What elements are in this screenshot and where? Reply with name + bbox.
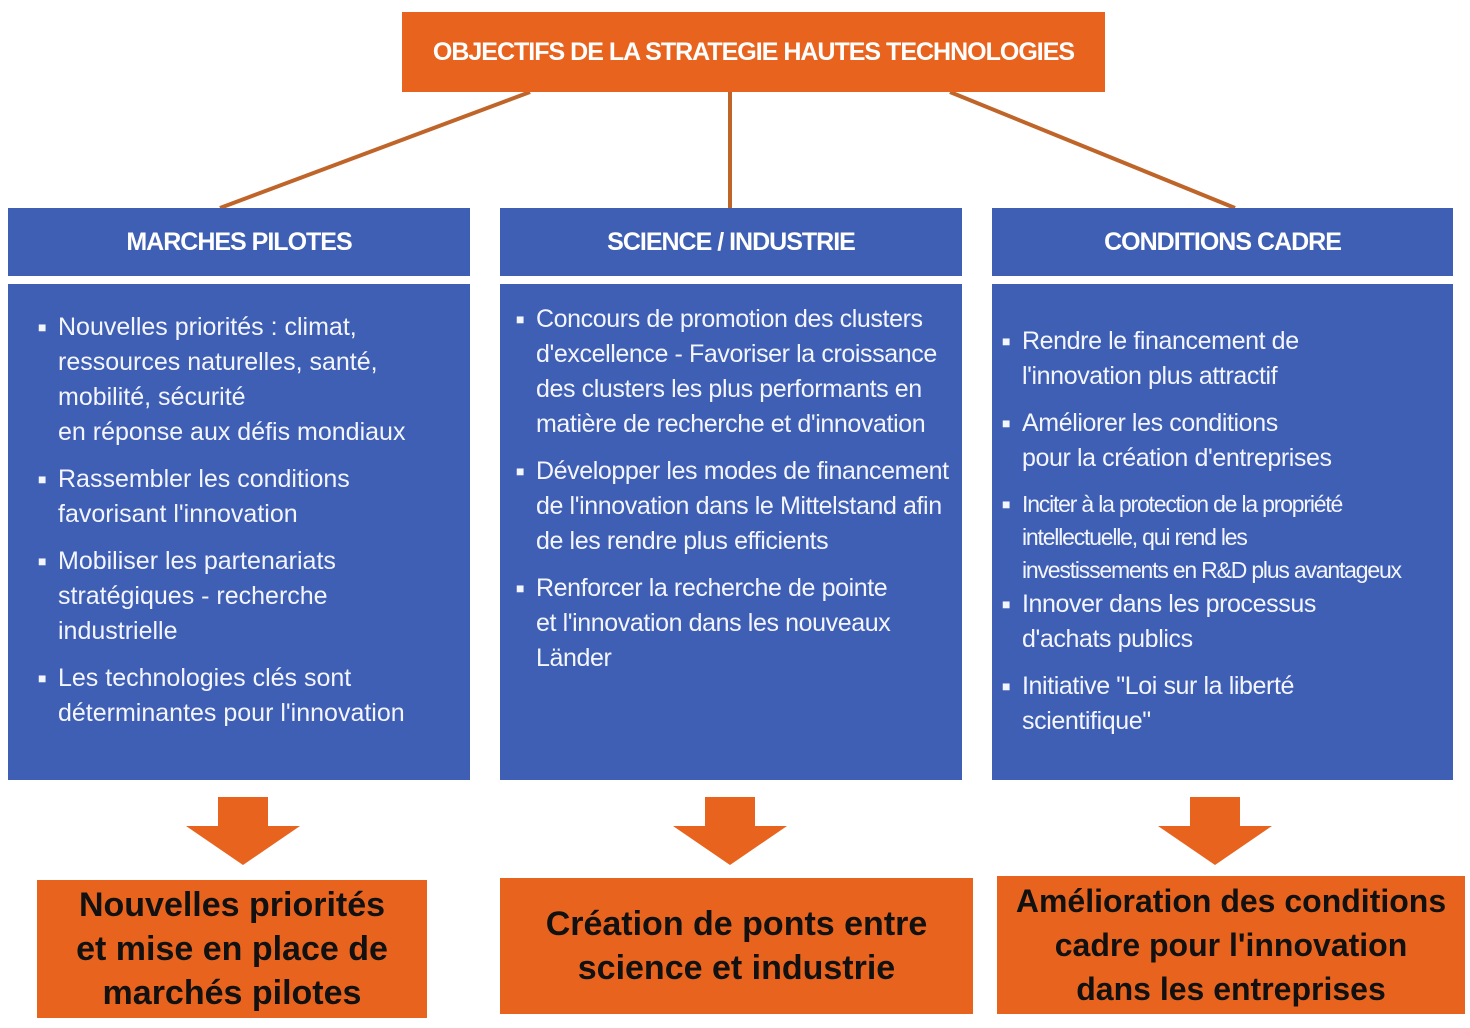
outcome-marches-pilotes: Nouvelles priorités et mise en place de …	[37, 880, 427, 1018]
bullet-icon: ■	[516, 580, 525, 596]
item-text: Rassembler les conditions favorisant l'i…	[58, 465, 350, 528]
item-text: Nouvelles priorités : climat, ressources…	[58, 313, 406, 446]
bullet-icon: ■	[1002, 678, 1011, 694]
list-item: ■ Renforcer la recherche de pointe et l'i…	[514, 571, 958, 676]
column-body-conditions-cadre: ■ Rendre le financement de l'innovation p…	[992, 284, 1453, 780]
connector-line	[219, 90, 531, 210]
list-item: ■ Initiative "Loi sur la liberté scientif…	[1000, 669, 1451, 739]
list-item: ■ Les technologies clés sont déterminante…	[36, 661, 460, 731]
column-header-science-industrie: SCIENCE / INDUSTRIE	[500, 208, 962, 276]
list-item: ■ Améliorer les conditions pour la créati…	[1000, 406, 1451, 476]
list-item: ■ Rassembler les conditions favorisant l'…	[36, 462, 460, 532]
bullet-icon: ■	[38, 471, 47, 487]
item-text: Renforcer la recherche de pointe et l'in…	[536, 574, 891, 672]
item-text: Développer les modes de financement de l…	[536, 457, 949, 555]
connector-line	[949, 90, 1236, 210]
list-item: ■ Nouvelles priorités : climat, ressource…	[36, 310, 460, 450]
bullet-icon: ■	[1002, 415, 1011, 431]
outcome-conditions-cadre: Amélioration des conditions cadre pour l…	[997, 876, 1465, 1014]
list-item: ■ Développer les modes de financement de …	[514, 454, 958, 559]
bullet-icon: ■	[516, 463, 525, 479]
bullet-icon: ■	[1002, 333, 1011, 349]
down-arrow-icon	[186, 797, 300, 865]
bullet-icon: ■	[1002, 596, 1011, 612]
bullet-icon: ■	[38, 553, 47, 569]
bullet-icon: ■	[516, 311, 525, 327]
list-item: ■ Mobiliser les partenariats stratégiques…	[36, 544, 460, 649]
outcome-science-industrie: Création de ponts entre science et indus…	[500, 878, 973, 1014]
list-item: ■ Rendre le financement de l'innovation p…	[1000, 324, 1451, 394]
down-arrow-icon	[1158, 797, 1272, 865]
item-text: Concours de promotion des clusters d'exc…	[536, 305, 937, 438]
column-header-conditions-cadre: CONDITIONS CADRE	[992, 208, 1453, 276]
down-arrow-icon	[673, 797, 787, 865]
column-body-marches-pilotes: ■ Nouvelles priorités : climat, ressource…	[8, 284, 470, 780]
item-text: Initiative "Loi sur la liberté scientifi…	[1022, 672, 1295, 735]
item-text: Rendre le financement de l'innovation pl…	[1022, 327, 1299, 390]
bullet-icon: ■	[38, 319, 47, 335]
list-item: ■ Innover dans les processus d'achats pub…	[1000, 587, 1451, 657]
item-text: Mobiliser les partenariats stratégiques …	[58, 547, 336, 645]
list-item: ■ Inciter à la protection de la propriété…	[1000, 488, 1451, 587]
bullet-icon: ■	[1002, 496, 1011, 512]
column-body-science-industrie: ■ Concours de promotion des clusters d'ex…	[500, 284, 962, 780]
list-item: ■ Concours de promotion des clusters d'ex…	[514, 302, 958, 442]
bullet-icon: ■	[38, 670, 47, 686]
item-text: Innover dans les processus d'achats publ…	[1022, 590, 1316, 653]
item-text: Les technologies clés sont déterminantes…	[58, 664, 405, 727]
item-text: Inciter à la protection de la propriété …	[1022, 491, 1402, 583]
strategy-title: OBJECTIFS DE LA STRATEGIE HAUTES TECHNOL…	[402, 12, 1105, 92]
item-text: Améliorer les conditions pour la créatio…	[1022, 409, 1332, 472]
column-header-marches-pilotes: MARCHES PILOTES	[8, 208, 470, 276]
